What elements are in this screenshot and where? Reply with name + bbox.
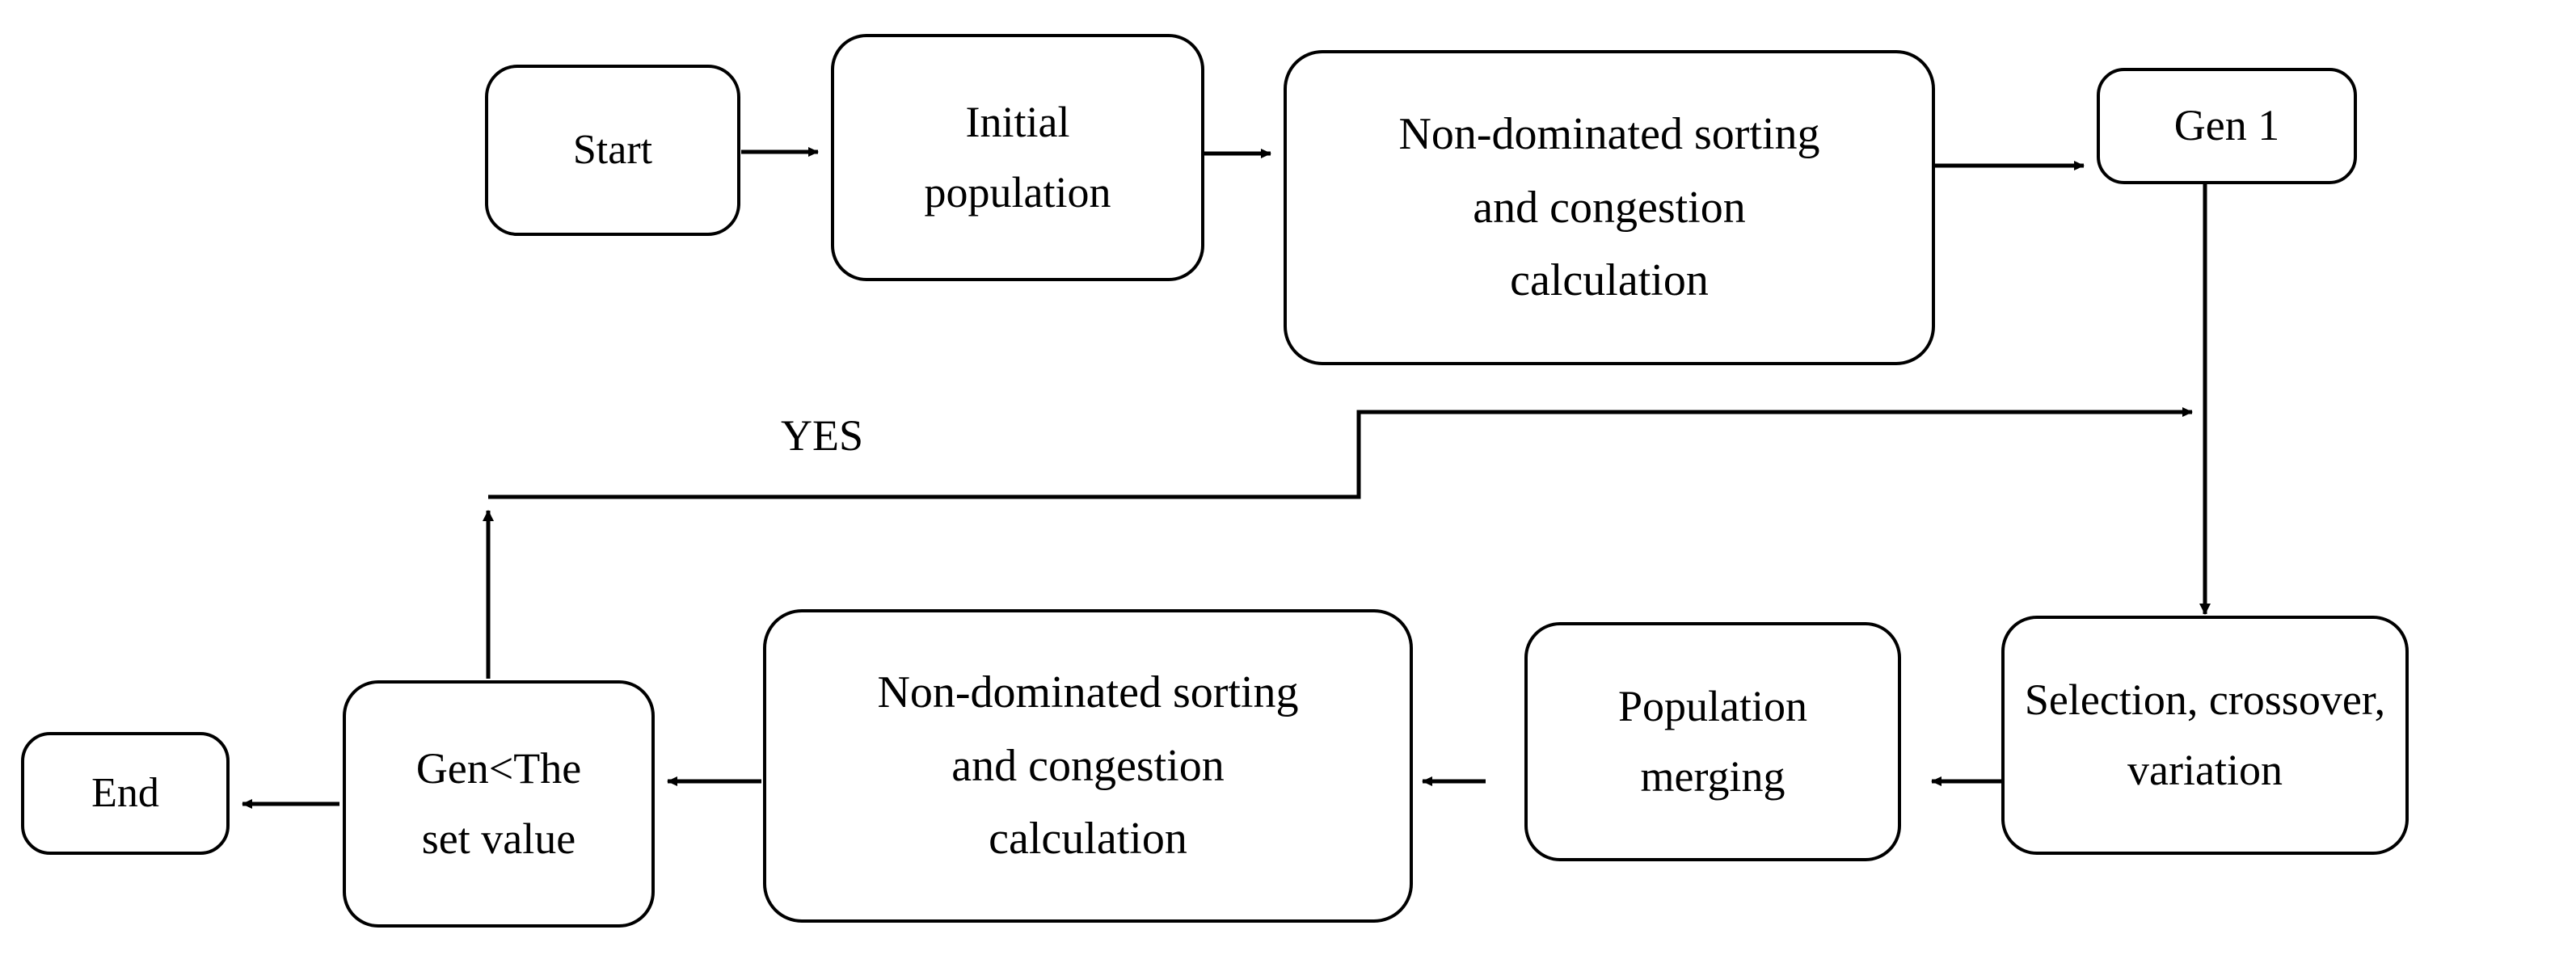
node-initial-population-label: Initial population [924, 97, 1111, 217]
node-population-merging-label: Population merging [1617, 681, 1807, 801]
node-selection-crossover-variation[interactable]: Selection, crossover, variation [2001, 616, 2409, 855]
edge-yes-feedback-route [488, 407, 2193, 499]
edge-label-yes-text: YES [781, 411, 864, 460]
edge-label-yes: YES [781, 414, 863, 457]
node-non-dominated-sorting-bottom-label: Non-dominated sorting and congestion cal… [877, 667, 1299, 865]
node-gen-1[interactable]: Gen 1 [2097, 68, 2357, 184]
node-non-dominated-sorting-top[interactable]: Non-dominated sorting and congestion cal… [1284, 50, 1935, 365]
node-non-dominated-sorting-top-label: Non-dominated sorting and congestion cal… [1398, 108, 1820, 306]
node-initial-population[interactable]: Initial population [831, 34, 1204, 281]
node-condition-label: Gen<The set value [415, 743, 582, 863]
node-population-merging[interactable]: Population merging [1524, 622, 1901, 861]
node-condition-gen-less-than-set-value[interactable]: Gen<The set value [343, 680, 655, 928]
node-gen-1-label: Gen 1 [2173, 101, 2280, 150]
node-non-dominated-sorting-bottom[interactable]: Non-dominated sorting and congestion cal… [763, 609, 1413, 923]
node-start-label: Start [572, 126, 653, 173]
node-selection-crossover-variation-label: Selection, crossover, variation [2024, 675, 2386, 794]
node-end[interactable]: End [21, 732, 230, 855]
node-start[interactable]: Start [485, 65, 740, 236]
node-end-label: End [91, 769, 159, 816]
